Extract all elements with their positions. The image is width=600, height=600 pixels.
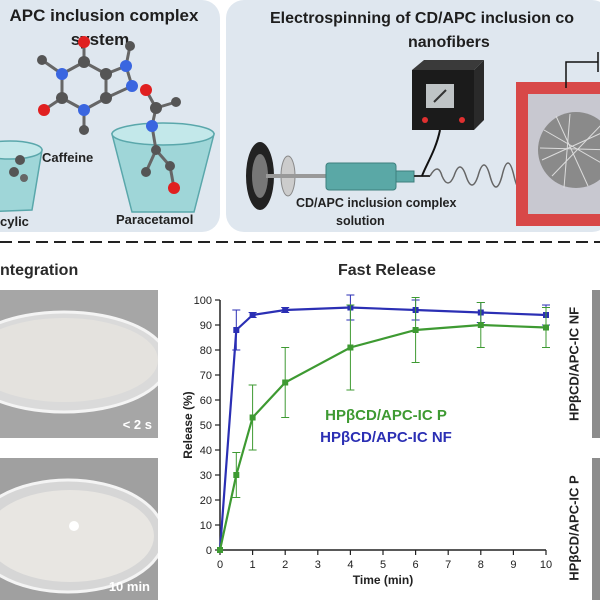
- legend-series-p: HPβCD/APC-IC P: [325, 407, 447, 424]
- series-line-2: [218, 323, 547, 551]
- y-tick-label: 30: [200, 470, 212, 482]
- data-point: [249, 312, 256, 318]
- y-tick-label: 40: [200, 445, 212, 457]
- electrospinning-title-line2: nanofibers: [408, 34, 490, 51]
- dissolve-time-label-2: 10 min: [108, 579, 150, 594]
- chart-title: Fast Release: [338, 262, 436, 279]
- y-tick-label: 70: [200, 370, 212, 382]
- data-point: [412, 327, 419, 333]
- x-tick-label: 5: [380, 559, 386, 571]
- data-point: [217, 547, 223, 553]
- x-tick-label: 4: [347, 559, 353, 571]
- x-tick-label: 8: [478, 559, 484, 571]
- right-label-nf: HPβCD/APC-IC NF: [566, 306, 582, 422]
- data-point: [477, 322, 484, 328]
- data-point: [282, 379, 289, 386]
- paracetamol-label: Paracetamol: [116, 212, 194, 227]
- x-tick-label: 0: [217, 559, 223, 571]
- nanofiber-photo: [592, 290, 600, 438]
- data-point: [282, 307, 289, 313]
- x-tick-label: 10: [540, 559, 552, 571]
- electrospinning-panel: Electrospinning of CD/APC inclusion co n…: [226, 0, 600, 232]
- disintegration-title: ntegration: [0, 262, 79, 279]
- powder-photo: [592, 458, 600, 600]
- data-point: [249, 414, 256, 421]
- x-tick-label: 7: [445, 559, 451, 571]
- x-tick-label: 2: [282, 559, 288, 571]
- section-divider: [0, 241, 600, 243]
- y-axis-label: Release (%): [181, 391, 195, 458]
- inclusion-complex-panel: APC inclusion complex system: [0, 0, 220, 232]
- y-tick-label: 20: [200, 495, 212, 507]
- caffeine-label: Caffeine: [42, 150, 94, 165]
- x-tick-label: 1: [250, 559, 256, 571]
- right-label-p: HPβCD/APC-IC P: [566, 475, 582, 581]
- cyclic-label: cylic: [0, 214, 29, 229]
- y-tick-label: 50: [200, 420, 212, 432]
- dissolve-time-label-1: < 2 s: [122, 417, 152, 432]
- electrospinning-setup-illustration: [246, 52, 600, 226]
- data-point: [233, 472, 240, 478]
- solution-label-line2: solution: [336, 214, 385, 228]
- y-tick-label: 100: [194, 295, 212, 307]
- data-point: [233, 327, 240, 333]
- cyclodextrin-molecule-illustration: [0, 36, 215, 213]
- y-tick-label: 10: [200, 520, 212, 532]
- y-tick-label: 90: [200, 320, 212, 332]
- x-tick-label: 3: [315, 559, 321, 571]
- y-tick-label: 0: [206, 545, 212, 557]
- y-tick-label: 60: [200, 395, 212, 407]
- legend-series-nf: HPβCD/APC-IC NF: [320, 429, 452, 446]
- data-point: [347, 344, 354, 351]
- data-point: [543, 324, 549, 331]
- inclusion-panel-title-line1: APC inclusion complex: [9, 6, 199, 25]
- y-tick-label: 80: [200, 345, 212, 357]
- petri-dish-photo-1: < 2 s: [0, 290, 158, 438]
- x-axis-label: Time (min): [353, 573, 413, 587]
- electrospinning-title-line1: Electrospinning of CD/APC inclusion co: [270, 10, 575, 27]
- x-tick-label: 9: [510, 559, 516, 571]
- solution-label-line1: CD/APC inclusion complex: [296, 196, 457, 210]
- x-tick-label: 6: [413, 559, 419, 571]
- petri-dish-photo-2: 10 min: [0, 458, 158, 600]
